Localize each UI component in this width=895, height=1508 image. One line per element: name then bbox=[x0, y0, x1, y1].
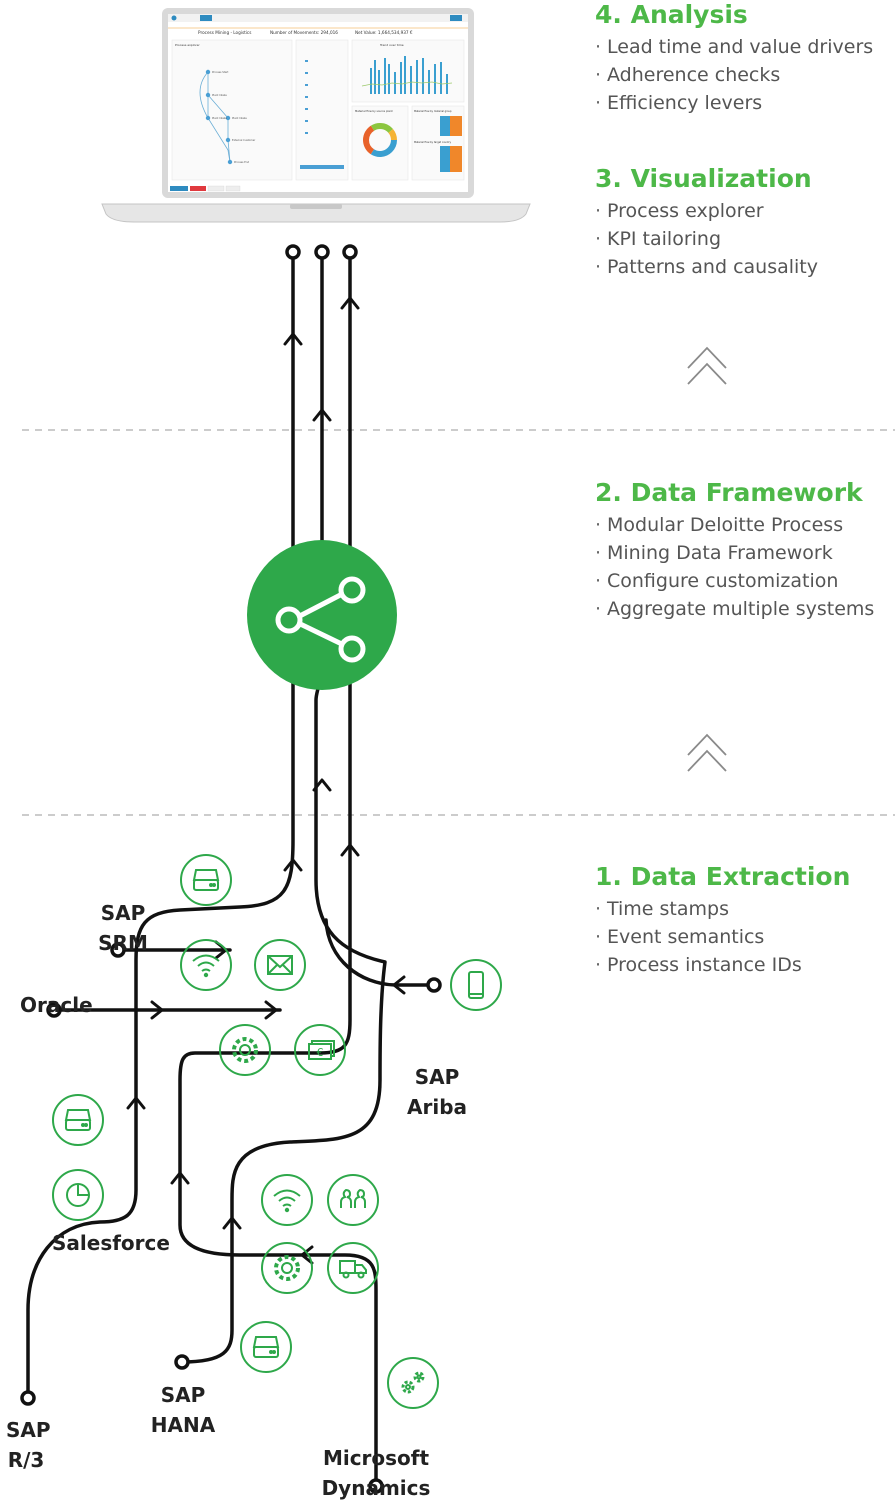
source-microsoft-dynamics: Microsoft Dynamics bbox=[320, 1443, 432, 1503]
source-label-line: SAP bbox=[414, 1065, 460, 1089]
server-icon bbox=[52, 1094, 104, 1146]
source-salesforce: Salesforce bbox=[52, 1228, 170, 1258]
flow-line-phone bbox=[324, 918, 432, 987]
panel-trend-title: Trend over time bbox=[379, 43, 404, 47]
stage-item: Modular Deloitte Process bbox=[595, 511, 874, 539]
laptop-dashboard: Process Mining - Logistics Number of Mov… bbox=[101, 8, 531, 223]
truck-icon bbox=[327, 1242, 379, 1294]
share-hub bbox=[247, 540, 397, 690]
stage-title: 4. Analysis bbox=[595, 0, 748, 29]
stage-analysis: 4. Analysis Lead time and value drivers … bbox=[595, 0, 873, 117]
graph-node-label: Plant Intake bbox=[212, 93, 227, 97]
source-sap-ariba: SAP Ariba bbox=[407, 1062, 467, 1122]
gear-icon bbox=[261, 1242, 313, 1294]
stage-item: Lead time and value drivers bbox=[595, 33, 873, 61]
source-sap-srm: SAP SRM bbox=[92, 898, 154, 958]
panel-country-title: Material flow by target country bbox=[414, 141, 452, 144]
source-sap-r3: SAP R/3 bbox=[6, 1415, 51, 1475]
gear-icon bbox=[219, 1024, 271, 1076]
chevron-up-icon bbox=[687, 346, 727, 385]
stage-item: Patterns and causality bbox=[595, 253, 818, 281]
phone-icon bbox=[450, 959, 502, 1011]
stage-item: Process instance IDs bbox=[595, 951, 850, 979]
graph-node-label: Plant Intake bbox=[212, 116, 227, 120]
stage-item: KPI tailoring bbox=[595, 225, 818, 253]
stage-data-framework: 2. Data Framework Modular Deloitte Proce… bbox=[595, 478, 874, 623]
data-flow-lines bbox=[26, 256, 432, 1482]
dashboard-kpi-value: Net Value: 1,664,534,937 € bbox=[355, 30, 413, 35]
chevron-up-icon bbox=[687, 733, 727, 772]
stage-item: Event semantics bbox=[595, 923, 850, 951]
people-icon bbox=[327, 1174, 379, 1226]
money-icon: € bbox=[294, 1024, 346, 1076]
panel-group-title: Material flow by material group bbox=[414, 110, 452, 113]
graph-node-label: Process Start bbox=[212, 70, 228, 74]
source-sap-hana: SAP HANA bbox=[148, 1380, 218, 1440]
stage-title: 2. Data Framework bbox=[595, 478, 863, 507]
stage-title: 3. Visualization bbox=[595, 164, 812, 193]
donut-chart bbox=[363, 123, 397, 157]
mail-icon bbox=[254, 939, 306, 991]
chart-pie-icon bbox=[52, 1169, 104, 1221]
stage-title: 1. Data Extraction bbox=[595, 862, 851, 891]
source-label-line: Microsoft bbox=[322, 1446, 430, 1470]
flow-line-c bbox=[178, 256, 378, 1482]
gears-icon bbox=[387, 1357, 439, 1409]
stage-visualization: 3. Visualization Process explorer KPI ta… bbox=[595, 164, 818, 281]
source-label-line: Dynamics bbox=[321, 1476, 431, 1500]
stage-item: Configure customization bbox=[595, 567, 874, 595]
wifi-icon bbox=[261, 1174, 313, 1226]
graph-node-label: External Customer bbox=[232, 138, 256, 142]
laptop-base bbox=[101, 203, 531, 223]
stage-item: Aggregate multiple systems bbox=[595, 595, 874, 623]
svg-text:€: € bbox=[317, 1046, 324, 1059]
panel-source-title: Material flow by source plant bbox=[355, 109, 393, 113]
endpoint-circles bbox=[20, 244, 442, 1494]
stage-item: Mining Data Framework bbox=[595, 539, 874, 567]
graph-node-label: Process End bbox=[234, 160, 249, 164]
stage-item: Time stamps bbox=[595, 895, 850, 923]
arrowheads bbox=[126, 296, 406, 1265]
source-label-line: SAP bbox=[100, 901, 146, 925]
share-icon bbox=[275, 576, 366, 663]
source-label-line: SAP bbox=[160, 1383, 206, 1407]
dashboard-kpi-movements: Number of Movements: 294,016 bbox=[270, 30, 338, 35]
source-label-line: HANA bbox=[150, 1413, 216, 1437]
source-label-line: Ariba bbox=[407, 1095, 468, 1119]
source-oracle: Oracle bbox=[20, 990, 93, 1020]
stage-item: Efficiency levers bbox=[595, 89, 873, 117]
source-label-line: SRM bbox=[98, 931, 148, 955]
panel-explorer-title: Process explorer bbox=[175, 43, 200, 47]
flow-line-b bbox=[180, 256, 387, 1364]
source-label-line: Salesforce bbox=[52, 1231, 170, 1255]
stage-item: Adherence checks bbox=[595, 61, 873, 89]
graph-node-label: Plant Intake bbox=[232, 116, 247, 120]
flow-line-a bbox=[26, 256, 295, 1394]
source-label-line: R/3 bbox=[7, 1448, 45, 1472]
server-icon bbox=[180, 854, 232, 906]
trend-line bbox=[361, 81, 453, 87]
stage-item: Process explorer bbox=[595, 197, 818, 225]
wifi-icon bbox=[180, 939, 232, 991]
dashboard-title: Process Mining - Logistics bbox=[198, 30, 251, 35]
stage-data-extraction: 1. Data Extraction Time stamps Event sem… bbox=[595, 862, 850, 979]
source-label-line: Oracle bbox=[20, 993, 93, 1017]
server-icon bbox=[240, 1321, 292, 1373]
source-label-line: SAP bbox=[6, 1418, 51, 1442]
